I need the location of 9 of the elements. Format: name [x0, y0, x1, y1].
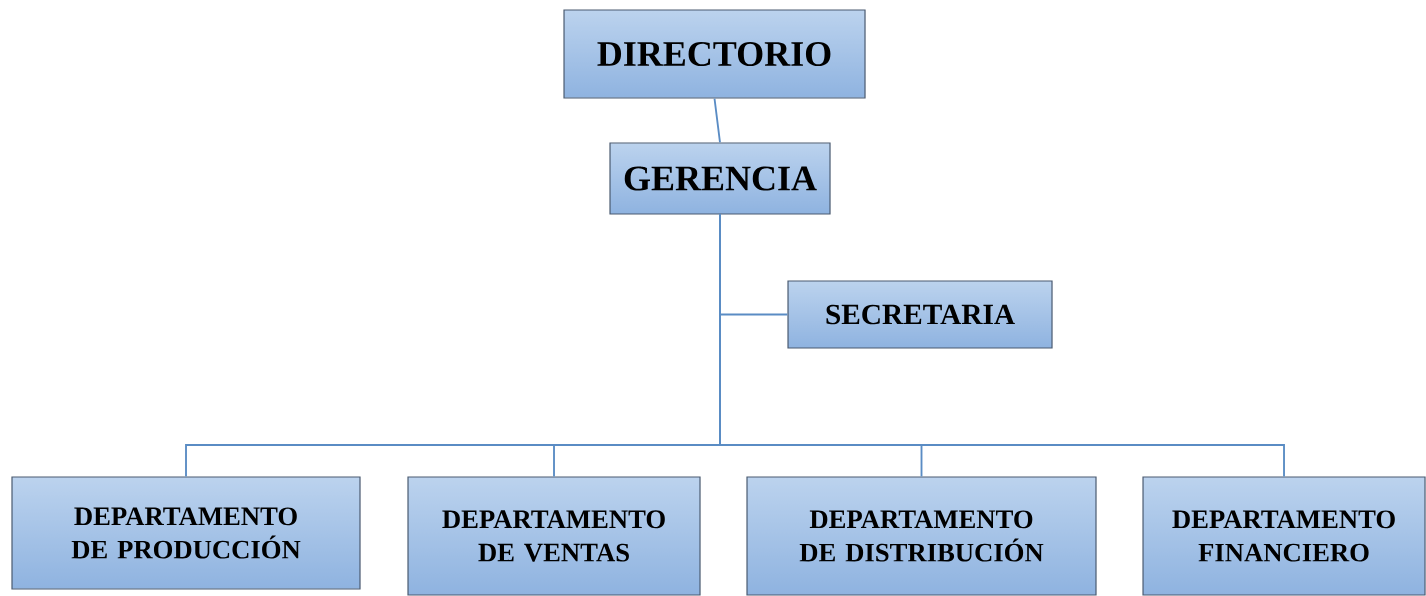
org-box: DEPARTAMENTO DE PRODUCCIÓN	[11, 476, 361, 590]
org-box: DEPARTAMENTO DE DISTRIBUCIÓN	[746, 476, 1097, 596]
org-box: DEPARTAMENTO FINANCIERO	[1142, 476, 1426, 596]
org-box: DEPARTAMENTO DE VENTAS	[407, 476, 701, 596]
org-box: GERENCIA	[609, 142, 831, 215]
org-box: SECRETARIA	[787, 280, 1053, 349]
org-box: DIRECTORIO	[563, 9, 866, 99]
connector-line	[713, 97, 721, 144]
connector-line	[719, 213, 1285, 478]
